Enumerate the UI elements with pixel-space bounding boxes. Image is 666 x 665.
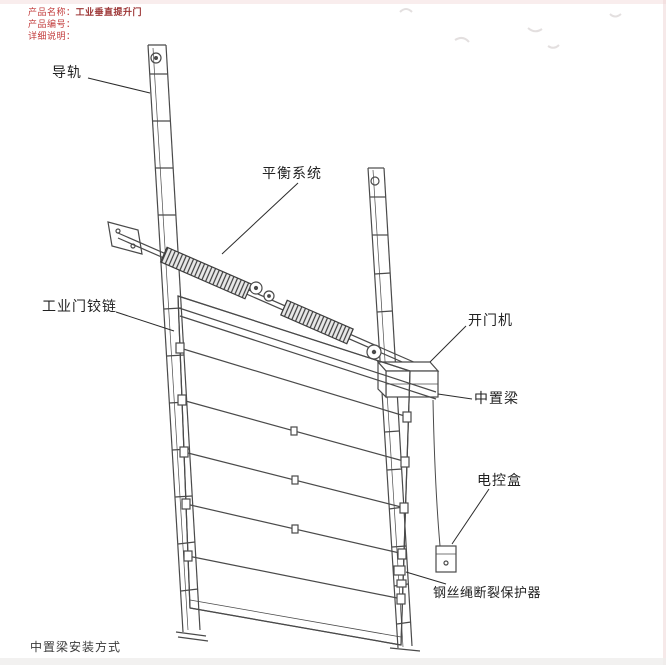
scan-edge-bottom — [0, 658, 666, 665]
leader-balance-system — [221, 182, 299, 255]
scan-edge-right — [663, 0, 666, 665]
product-name-label: 产品名称： — [28, 7, 76, 17]
door-hinges-left — [175, 342, 193, 562]
product-name-value: 工业垂直提升门 — [75, 7, 143, 17]
scan-artifacts — [399, 8, 622, 49]
scan-edge-top — [0, 0, 666, 4]
door-hinges-center — [290, 426, 299, 534]
right-spring — [280, 299, 354, 345]
wire-rope-protector — [393, 565, 407, 588]
leader-control-box — [451, 488, 490, 545]
product-code-line: 产品编号： — [28, 18, 142, 30]
label-control-box: 电控盒 — [477, 472, 522, 488]
label-balance-system: 平衡系统 — [262, 165, 322, 181]
door-panels — [175, 295, 412, 646]
label-door-opener: 开门机 — [468, 312, 513, 328]
title-block: 产品名称：工业垂直提升门 产品编号： 详细说明： — [28, 6, 142, 42]
leader-guide-rail — [87, 77, 151, 94]
label-middle-beam: 中置梁 — [474, 390, 519, 406]
detail-label: 详细说明： — [28, 31, 76, 41]
door-hinges-right — [396, 411, 412, 605]
product-code-label: 产品编号： — [28, 19, 76, 29]
product-name-line: 产品名称：工业垂直提升门 — [28, 6, 142, 18]
detail-line: 详细说明： — [28, 30, 142, 42]
leader-middle-beam — [437, 393, 473, 400]
left-spring — [159, 246, 253, 300]
middle-beam — [178, 307, 437, 400]
balance-system-shaft — [107, 221, 433, 376]
leader-door-hinge — [115, 311, 175, 332]
leader-lines — [87, 77, 490, 585]
label-guide-rail: 导轨 — [52, 64, 82, 80]
label-rope-protector: 钢丝绳断裂保护器 — [433, 585, 542, 600]
leader-rope-protector — [405, 571, 447, 585]
label-door-hinge: 工业门铰链 — [42, 298, 117, 314]
footer-caption: 中置梁安装方式 — [30, 640, 122, 654]
leader-door-opener — [429, 325, 467, 363]
control-box — [432, 399, 457, 573]
